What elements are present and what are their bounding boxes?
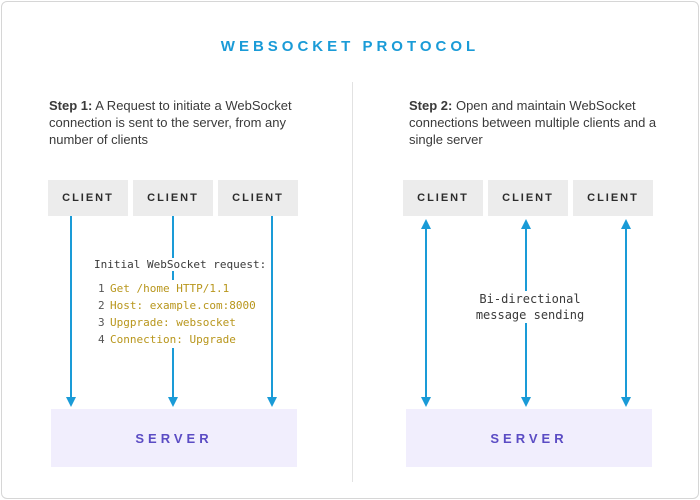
step-2-description: Step 2: Open and maintain WebSocket conn… <box>409 97 669 148</box>
request-line-2: 2 Host: example.com:8000 <box>98 297 256 314</box>
diagram-title: WEBSOCKET PROTOCOL <box>220 38 480 55</box>
right-client-2: CLIENT <box>488 180 568 216</box>
right-client-1: CLIENT <box>403 180 483 216</box>
request-line-number: 4 <box>98 333 105 346</box>
step-1-text: A Request to initiate a WebSocket connec… <box>49 98 292 147</box>
step-1-description: Step 1: A Request to initiate a WebSocke… <box>49 97 309 148</box>
right-server: SERVER <box>406 409 652 467</box>
bidirectional-label-line-2: message sending <box>475 308 585 322</box>
left-client-1: CLIENT <box>48 180 128 216</box>
request-line-text: Get /home HTTP/1.1 <box>110 282 230 295</box>
request-line-text: Connection: Upgrade <box>110 333 236 346</box>
request-line-text: Upgprade: websocket <box>110 316 236 329</box>
step-2-text: Open and maintain WebSocket connections … <box>409 98 657 147</box>
bidirectional-label: Bi-directional message sending <box>470 291 590 323</box>
request-line-number: 1 <box>98 282 105 295</box>
left-client-3: CLIENT <box>218 180 298 216</box>
request-line-number: 2 <box>98 299 105 312</box>
right-client-3: CLIENT <box>573 180 653 216</box>
center-divider <box>352 82 353 482</box>
request-lines: 1 Get /home HTTP/1.1 2 Host: example.com:8… <box>98 280 256 348</box>
request-line-text: Host: example.com:8000 <box>110 299 256 312</box>
request-line-4: 4 Connection: Upgrade <box>98 331 256 348</box>
request-line-1: 1 Get /home HTTP/1.1 <box>98 280 256 297</box>
request-line-3: 3 Upgprade: websocket <box>98 314 256 331</box>
request-title: Initial WebSocket request: <box>92 258 269 271</box>
request-line-number: 3 <box>98 316 105 329</box>
left-server: SERVER <box>51 409 297 467</box>
left-client-2: CLIENT <box>133 180 213 216</box>
step-1-label: Step 1: <box>49 98 93 113</box>
step-2-label: Step 2: <box>409 98 453 113</box>
bidirectional-label-line-1: Bi-directional <box>479 292 581 306</box>
